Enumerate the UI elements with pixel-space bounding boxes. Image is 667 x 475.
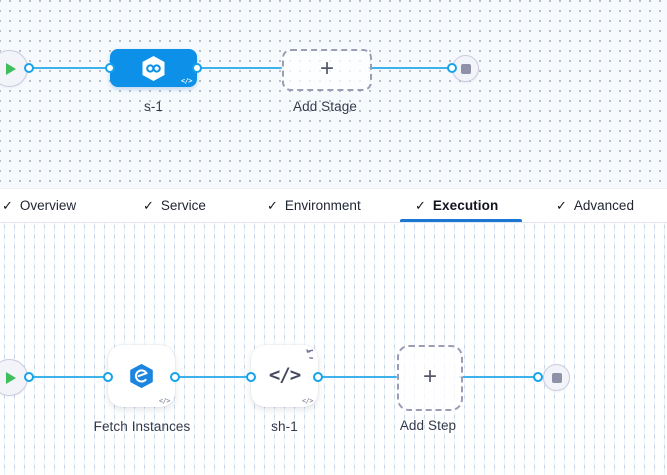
execution-end-node: [543, 364, 570, 391]
stop-icon: [551, 372, 562, 383]
check-icon: ✓: [415, 197, 426, 213]
step-node-sh-1[interactable]: </> </>: [251, 345, 320, 407]
stage-config-tabs: ✓ Overview ✓ Service ✓ Environment ✓ Exe…: [0, 188, 667, 223]
execution-graph-canvas: </> Fetch Instances </> </> sh-1 + Add S…: [0, 223, 667, 475]
step-label: Fetch Instances: [93, 419, 191, 434]
add-stage-label: Add Stage: [293, 99, 357, 114]
connector-line: [175, 376, 251, 378]
connector-line: [459, 376, 538, 378]
play-icon: [6, 62, 16, 75]
plus-icon: +: [319, 55, 334, 82]
connector-port: [170, 372, 180, 382]
stage-label: s-1: [143, 99, 164, 114]
add-step-button[interactable]: +: [397, 345, 463, 411]
add-stage-button[interactable]: +: [282, 49, 372, 91]
connector-port: [24, 63, 34, 73]
connector-line: [368, 67, 452, 69]
connector-port: [447, 63, 457, 73]
connector-line: [29, 67, 110, 69]
tab-advanced[interactable]: ✓ Advanced: [556, 197, 634, 214]
tab-service[interactable]: ✓ Service: [143, 197, 206, 214]
connector-port: [313, 372, 323, 382]
step-node-fetch-instances[interactable]: </>: [108, 345, 175, 407]
tab-overview[interactable]: ✓ Overview: [2, 197, 77, 214]
play-icon: [6, 371, 16, 384]
step-label: sh-1: [271, 419, 298, 434]
connector-port: [533, 372, 543, 382]
looping-strategy-icon: [296, 349, 320, 367]
shell-script-icon: </>: [268, 364, 301, 386]
yaml-code-icon: </>: [158, 397, 171, 405]
connector-port: [24, 372, 34, 382]
yaml-code-icon: </>: [180, 77, 193, 85]
tab-environment[interactable]: ✓ Environment: [267, 197, 361, 214]
check-icon: ✓: [556, 197, 567, 213]
tab-execution[interactable]: ✓ Execution: [415, 197, 499, 214]
connector-port: [105, 63, 115, 73]
cd-stage-icon: [142, 55, 165, 81]
active-tab-indicator: [400, 219, 522, 222]
connector-line: [197, 67, 282, 69]
check-icon: ✓: [267, 197, 278, 213]
pipeline-start-node: [0, 50, 28, 87]
connector-line: [29, 376, 108, 378]
stage-graph-canvas: </> s-1 + Add Stage: [0, 0, 667, 188]
yaml-code-icon: </>: [301, 397, 314, 405]
connector-line: [318, 376, 397, 378]
stage-node-s1[interactable]: </>: [110, 49, 197, 87]
add-step-label: Add Step: [399, 418, 457, 433]
connector-port: [192, 63, 202, 73]
plus-icon: +: [422, 363, 437, 390]
connector-port: [103, 372, 113, 382]
check-icon: ✓: [143, 197, 154, 213]
check-icon: ✓: [2, 197, 13, 213]
fetch-instances-icon: [130, 364, 153, 388]
connector-port: [246, 372, 256, 382]
stop-icon: [460, 63, 471, 74]
